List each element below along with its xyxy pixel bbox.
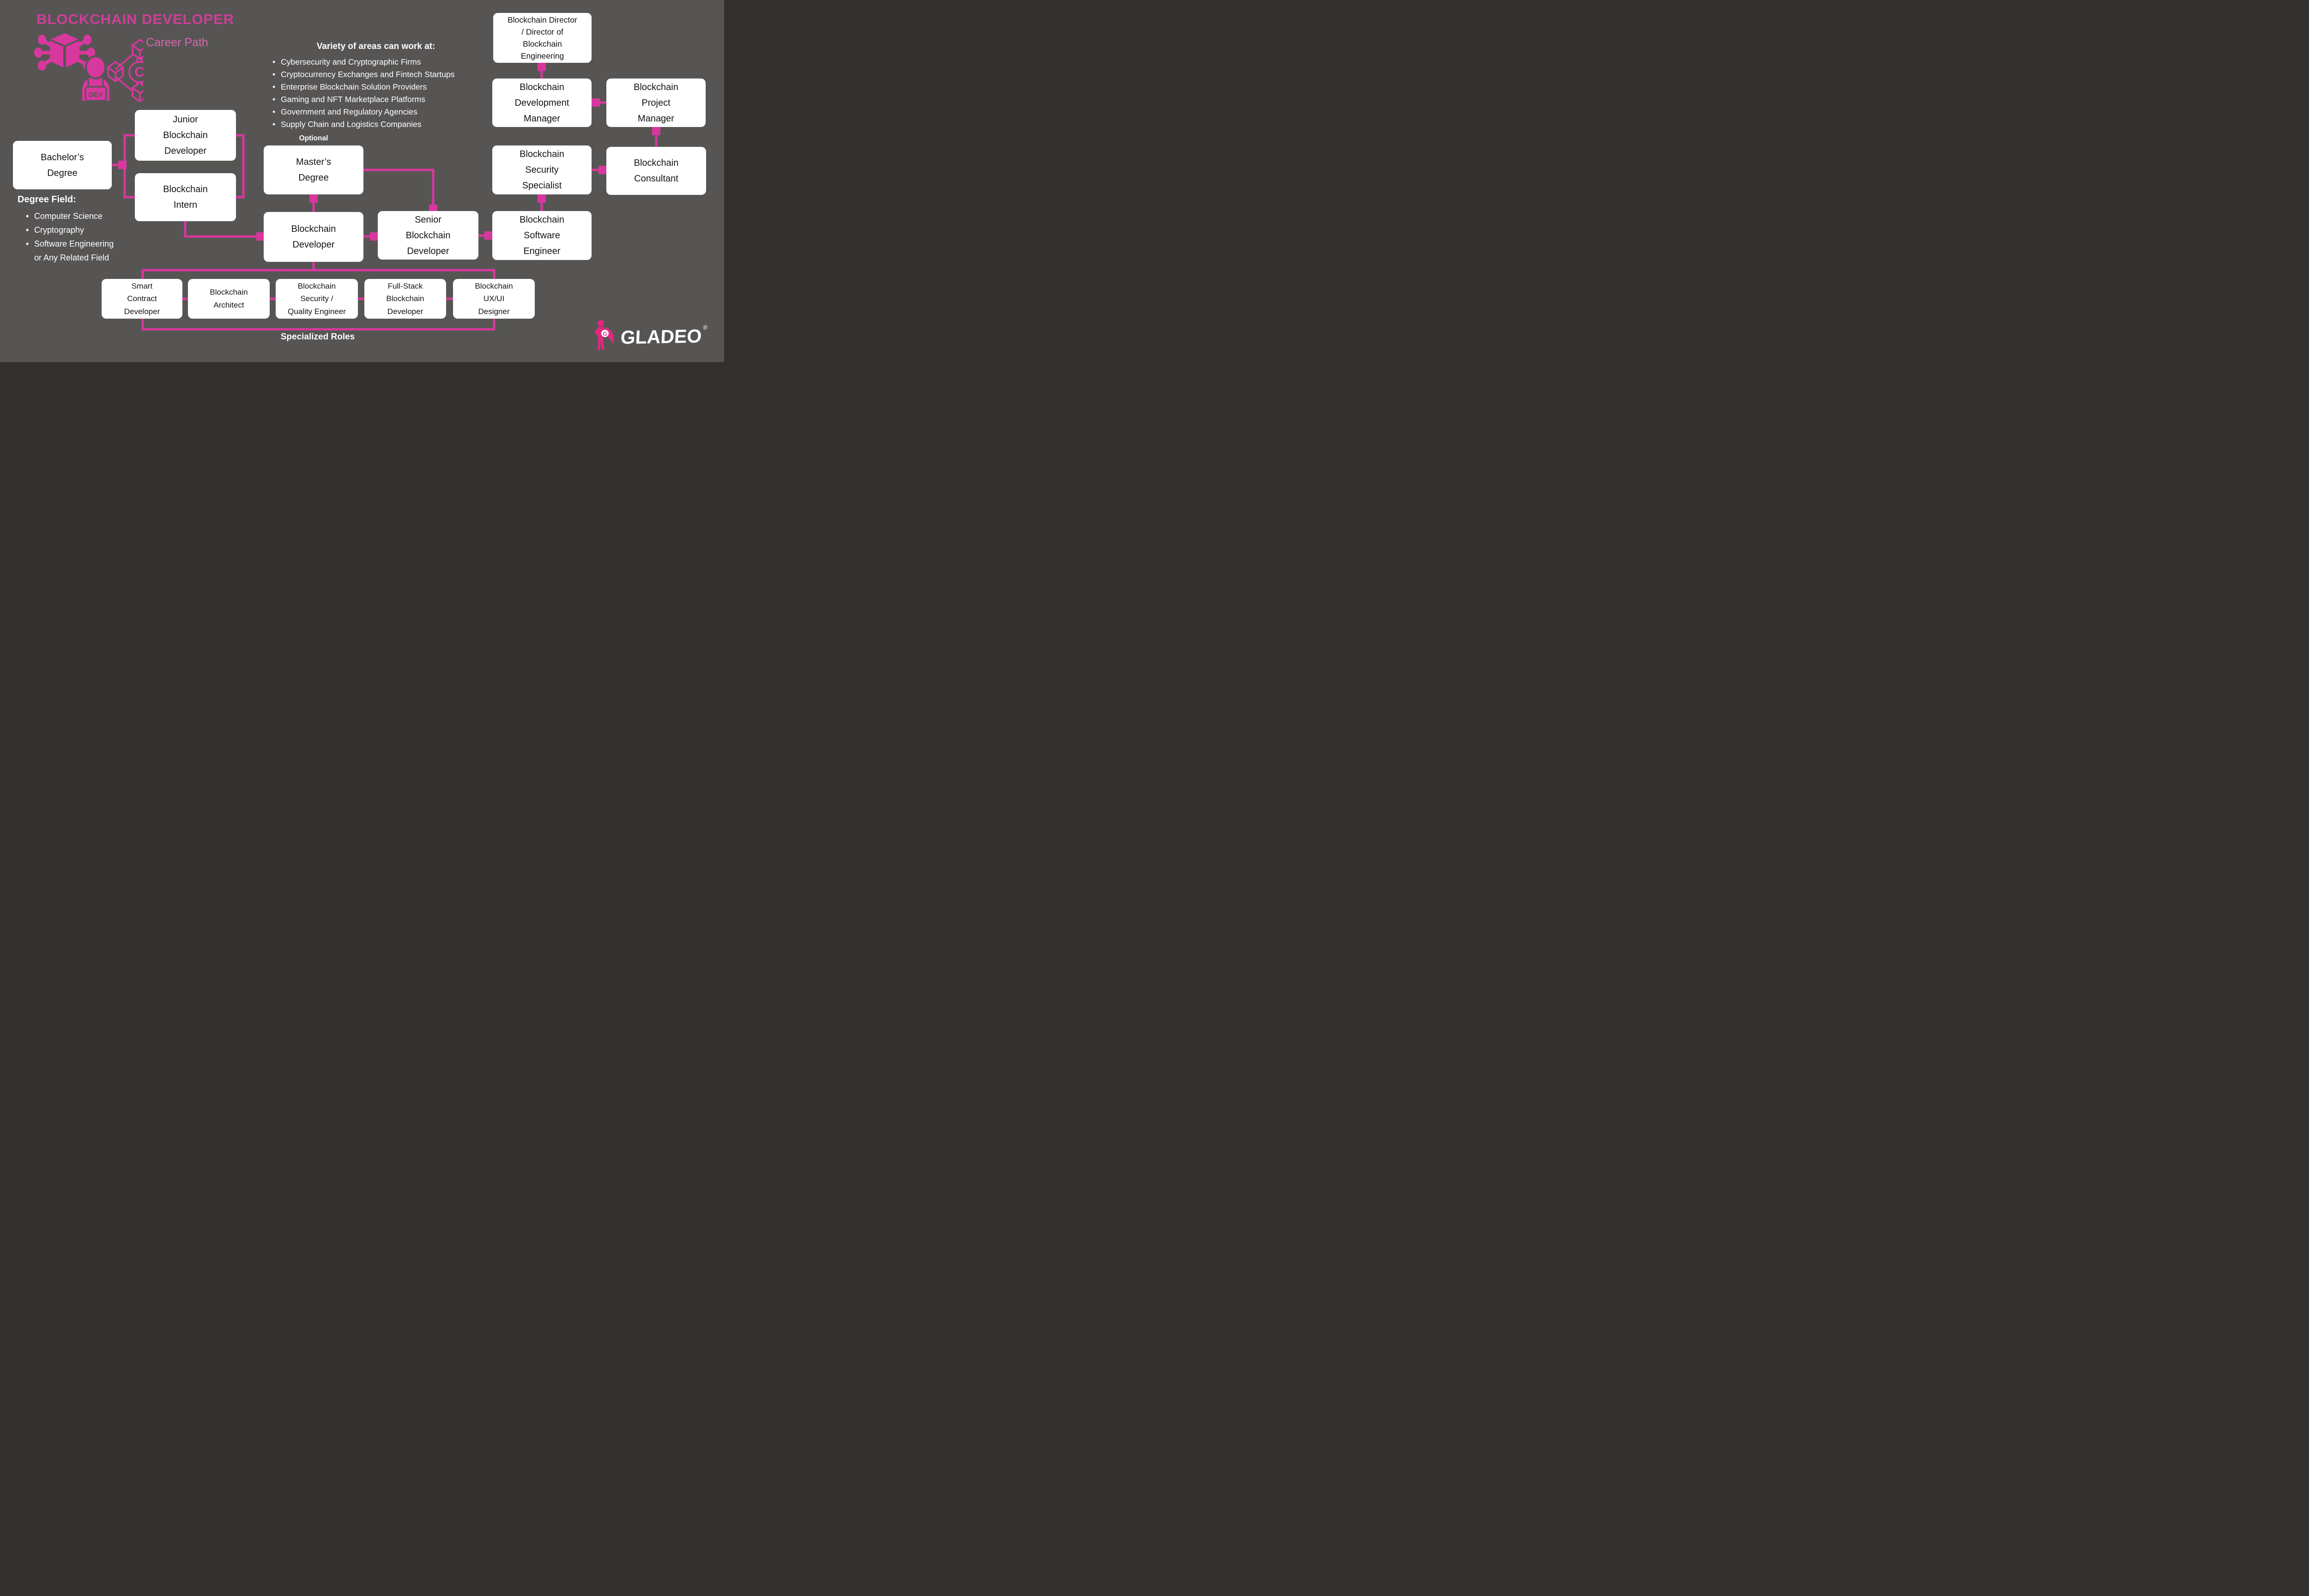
network-node-cube-icon (107, 60, 124, 83)
node-label: Senior Blockchain Developer (405, 214, 451, 256)
list-item: Government and Regulatory Agencies (272, 106, 454, 118)
node-label: Blockchain Consultant (634, 158, 679, 184)
developer-to-specialized-top-bracket (141, 262, 496, 280)
node-label: Blockchain Intern (163, 184, 208, 210)
degree-field-continuation: or Any Related Field (34, 253, 109, 262)
node-label: Full-Stack Blockchain Developer (386, 281, 424, 316)
node-label: Blockchain Security Specialist (520, 149, 564, 191)
node-masters-degree: Master’s Degree (264, 145, 363, 194)
node-blockchain-security-quality-engineer: Blockchain Security / Quality Engineer (276, 279, 358, 319)
node-blockchain-developer: Blockchain Developer (264, 212, 363, 262)
node-blockchain-development-manager: Blockchain Development Manager (492, 79, 592, 127)
list-item: Computer Science (26, 209, 114, 223)
node-label: Blockchain Software Engineer (520, 215, 564, 256)
node-blockchain-intern: Blockchain Intern (135, 173, 236, 221)
node-label: Smart Contract Developer (124, 281, 160, 316)
list-item: Cybersecurity and Cryptographic Firms (272, 56, 454, 68)
registered-mark: ® (703, 324, 708, 331)
node-label: Blockchain Director / Director of Blockc… (508, 15, 577, 61)
list-item: Enterprise Blockchain Solution Providers (272, 81, 454, 93)
optional-label: Optional (299, 134, 328, 142)
specialized-roles-label: Specialized Roles (280, 332, 355, 342)
gladeo-logo: G GLADEO® (593, 320, 707, 353)
page-subtitle: Career Path (146, 36, 208, 49)
brand-wordmark: GLADEO® (620, 324, 708, 348)
blockchain-developer-icon-cluster: DEV (34, 33, 143, 102)
node-blockchain-architect: Blockchain Architect (188, 279, 270, 319)
node-label: Blockchain Architect (210, 288, 248, 309)
work-areas-list: Cybersecurity and Cryptographic Firms Cr… (272, 56, 454, 131)
node-blockchain-security-specialist: Blockchain Security Specialist (492, 145, 592, 194)
node-label: Master’s Degree (296, 157, 331, 183)
list-item: Cryptocurrency Exchanges and Fintech Sta… (272, 68, 454, 81)
mascot-monogram: G (603, 331, 607, 337)
list-item: Supply Chain and Logistics Companies (272, 118, 454, 131)
developer-person-icon: DEV (82, 55, 109, 102)
node-label: Blockchain UX/UI Designer (475, 281, 513, 316)
degree-field-heading: Degree Field: (18, 194, 76, 205)
crypto-network-icon: C (107, 38, 143, 102)
node-junior-blockchain-developer: Junior Blockchain Developer (135, 110, 236, 161)
connector-lines (112, 0, 724, 331)
crypto-coin-icon: C (128, 58, 143, 86)
node-blockchain-project-manager: Blockchain Project Manager (606, 79, 706, 127)
node-bachelors-degree: Bachelor’s Degree (13, 141, 112, 189)
node-label: Bachelor’s Degree (41, 152, 84, 178)
node-senior-blockchain-developer: Senior Blockchain Developer (378, 211, 478, 260)
list-item: Software Engineering (26, 237, 114, 251)
network-node-cube-icon (131, 38, 143, 60)
brand-text: GLADEO (620, 325, 702, 348)
node-label: Junior Blockchain Developer (163, 115, 208, 156)
list-item: Gaming and NFT Marketplace Platforms (272, 93, 454, 106)
network-node-cube-icon (131, 81, 143, 102)
arrow-masters-to-senior (363, 169, 433, 206)
dev-badge-label: DEV (89, 91, 103, 99)
node-blockchain-uxui-designer: Blockchain UX/UI Designer (453, 279, 535, 319)
page-title: BLOCKCHAIN DEVELOPER (36, 11, 235, 27)
node-blockchain-director: Blockchain Director / Director of Blockc… (493, 13, 592, 63)
degree-field-list: Computer Science Cryptography Software E… (26, 209, 114, 251)
node-blockchain-software-engineer: Blockchain Software Engineer (492, 211, 592, 260)
node-blockchain-consultant: Blockchain Consultant (606, 147, 706, 195)
career-path-infographic: BLOCKCHAIN DEVELOPER Career Path (0, 0, 724, 362)
list-item: Cryptography (26, 223, 114, 237)
node-label: Blockchain Developer (291, 224, 336, 250)
arrow-intern-to-developer (184, 221, 257, 236)
blockchain-cube-chip-icon (34, 33, 95, 71)
coin-letter: C (134, 65, 143, 80)
node-label: Blockchain Security / Quality Engineer (288, 281, 346, 316)
bracket-junior-intern-right (236, 134, 245, 199)
node-smart-contract-developer: Smart Contract Developer (102, 279, 182, 319)
gladeo-mascot-icon: G (594, 320, 614, 350)
node-label: Blockchain Project Manager (634, 82, 678, 124)
node-label: Blockchain Development Manager (514, 82, 569, 124)
node-fullstack-blockchain-developer: Full-Stack Blockchain Developer (364, 279, 446, 319)
work-areas-heading: Variety of areas can work at: (316, 42, 435, 51)
fork-left-bracket (123, 134, 135, 199)
specialized-bottom-bracket (141, 318, 496, 331)
